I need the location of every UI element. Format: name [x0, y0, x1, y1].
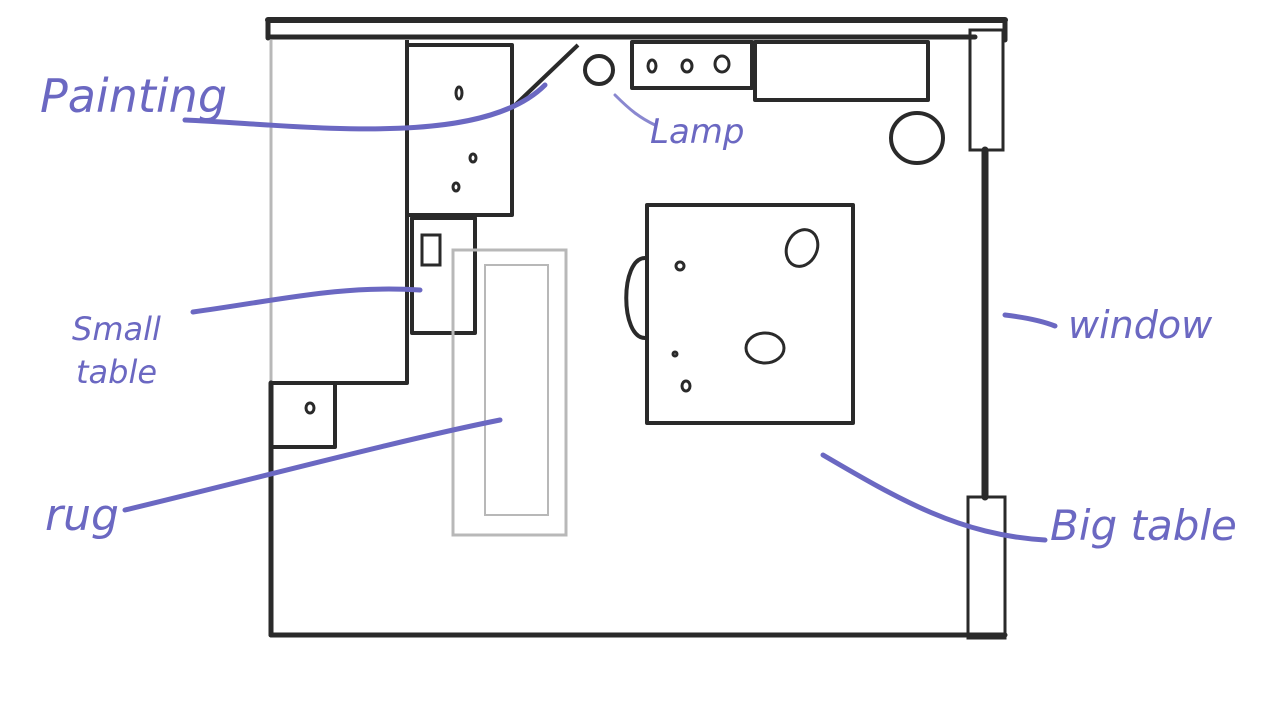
left-shelf: [269, 40, 409, 449]
annotations: Painting Lamp Small table rug window Big…: [40, 69, 1237, 550]
label-big-table: Big table: [1050, 501, 1237, 550]
rug: [451, 248, 568, 537]
big-table: [624, 203, 855, 425]
top-shelf: [630, 40, 754, 90]
painting: [510, 43, 580, 110]
label-painting: Painting: [40, 69, 227, 123]
label-small-table-1: Small: [72, 310, 161, 348]
label-lamp: Lamp: [650, 112, 744, 152]
lamp: [583, 54, 615, 86]
round-object: [889, 111, 945, 165]
label-window: window: [1068, 303, 1213, 347]
cabinet: [405, 43, 514, 217]
small-table: [410, 216, 477, 335]
window: [966, 28, 1007, 640]
label-small-table-2: table: [76, 353, 157, 391]
room-walls: [265, 17, 1008, 638]
label-rug: rug: [45, 490, 119, 541]
sideboard: [753, 40, 930, 102]
